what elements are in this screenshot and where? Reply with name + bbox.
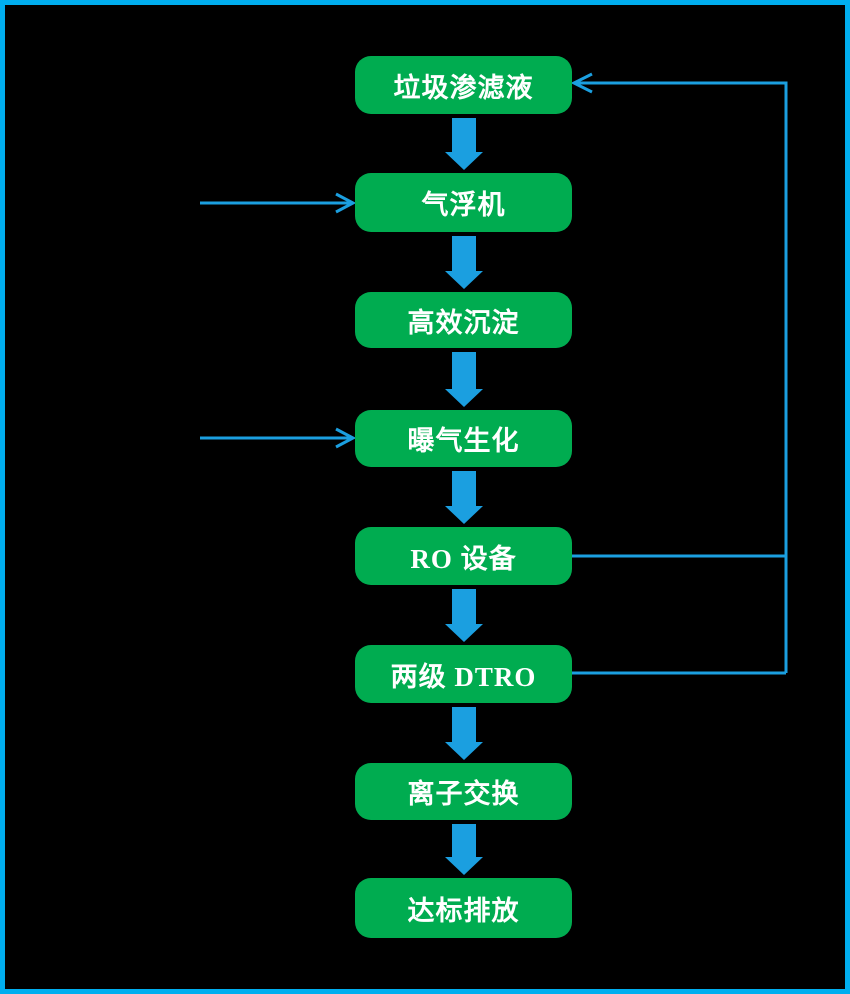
node-landfill-leachate: 垃圾渗滤液 xyxy=(355,56,572,114)
connector-layer xyxy=(200,72,788,875)
external-input-arrows xyxy=(200,192,357,449)
flow-arrows xyxy=(445,118,483,875)
down-arrow-1 xyxy=(445,118,483,170)
node-aeration-biochemical: 曝气生化 xyxy=(355,410,572,467)
recycle-loop xyxy=(570,72,788,675)
node-ion-exchange: 离子交换 xyxy=(355,763,572,820)
down-arrow-2 xyxy=(445,236,483,289)
node-air-flotation: 气浮机 xyxy=(355,173,572,232)
recycle-return-line xyxy=(577,81,788,673)
down-arrow-5 xyxy=(445,589,483,642)
node-high-efficiency-sedimentation: 高效沉淀 xyxy=(355,292,572,348)
down-arrow-3 xyxy=(445,352,483,407)
node-ro-equipment: RO 设备 xyxy=(355,527,572,585)
down-arrow-4 xyxy=(445,471,483,524)
down-arrow-6 xyxy=(445,707,483,760)
input-arrowhead-aeration-icon xyxy=(335,427,357,449)
node-two-stage-dtro: 两级 DTRO xyxy=(355,645,572,703)
node-standard-discharge: 达标排放 xyxy=(355,878,572,938)
recycle-arrowhead-icon xyxy=(570,72,593,94)
down-arrow-7 xyxy=(445,824,483,875)
input-arrowhead-air-flotation-icon xyxy=(335,192,357,214)
